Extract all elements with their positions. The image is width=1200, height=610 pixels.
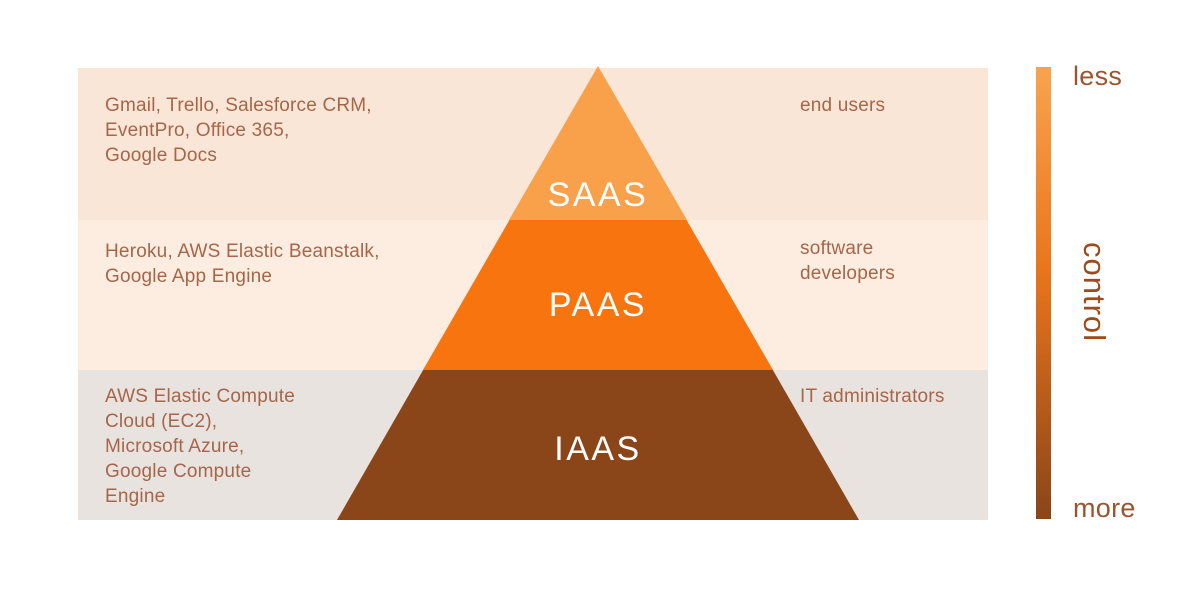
control-more-label: more bbox=[1073, 493, 1136, 523]
saas-examples: Gmail, Trello, Salesforce CRM, EventPro,… bbox=[105, 95, 372, 166]
paas-examples: Heroku, AWS Elastic Beanstalk, Google Ap… bbox=[105, 241, 380, 287]
saas-label: SAAS bbox=[547, 176, 649, 214]
control-axis-title: control bbox=[1077, 241, 1112, 343]
control-gradient-bar bbox=[1036, 67, 1051, 519]
paas-label: PAAS bbox=[548, 286, 648, 324]
iaas-label: IAAS bbox=[554, 430, 642, 468]
iaas-pyramid-segment bbox=[337, 370, 859, 520]
iaas-audience: IT administrators bbox=[800, 386, 945, 407]
control-less-label: less bbox=[1073, 61, 1123, 91]
iaas-examples: AWS Elastic Compute Cloud (EC2), Microso… bbox=[105, 386, 295, 507]
paas-audience: software developers bbox=[800, 238, 895, 284]
saas-audience: end users bbox=[800, 95, 886, 116]
